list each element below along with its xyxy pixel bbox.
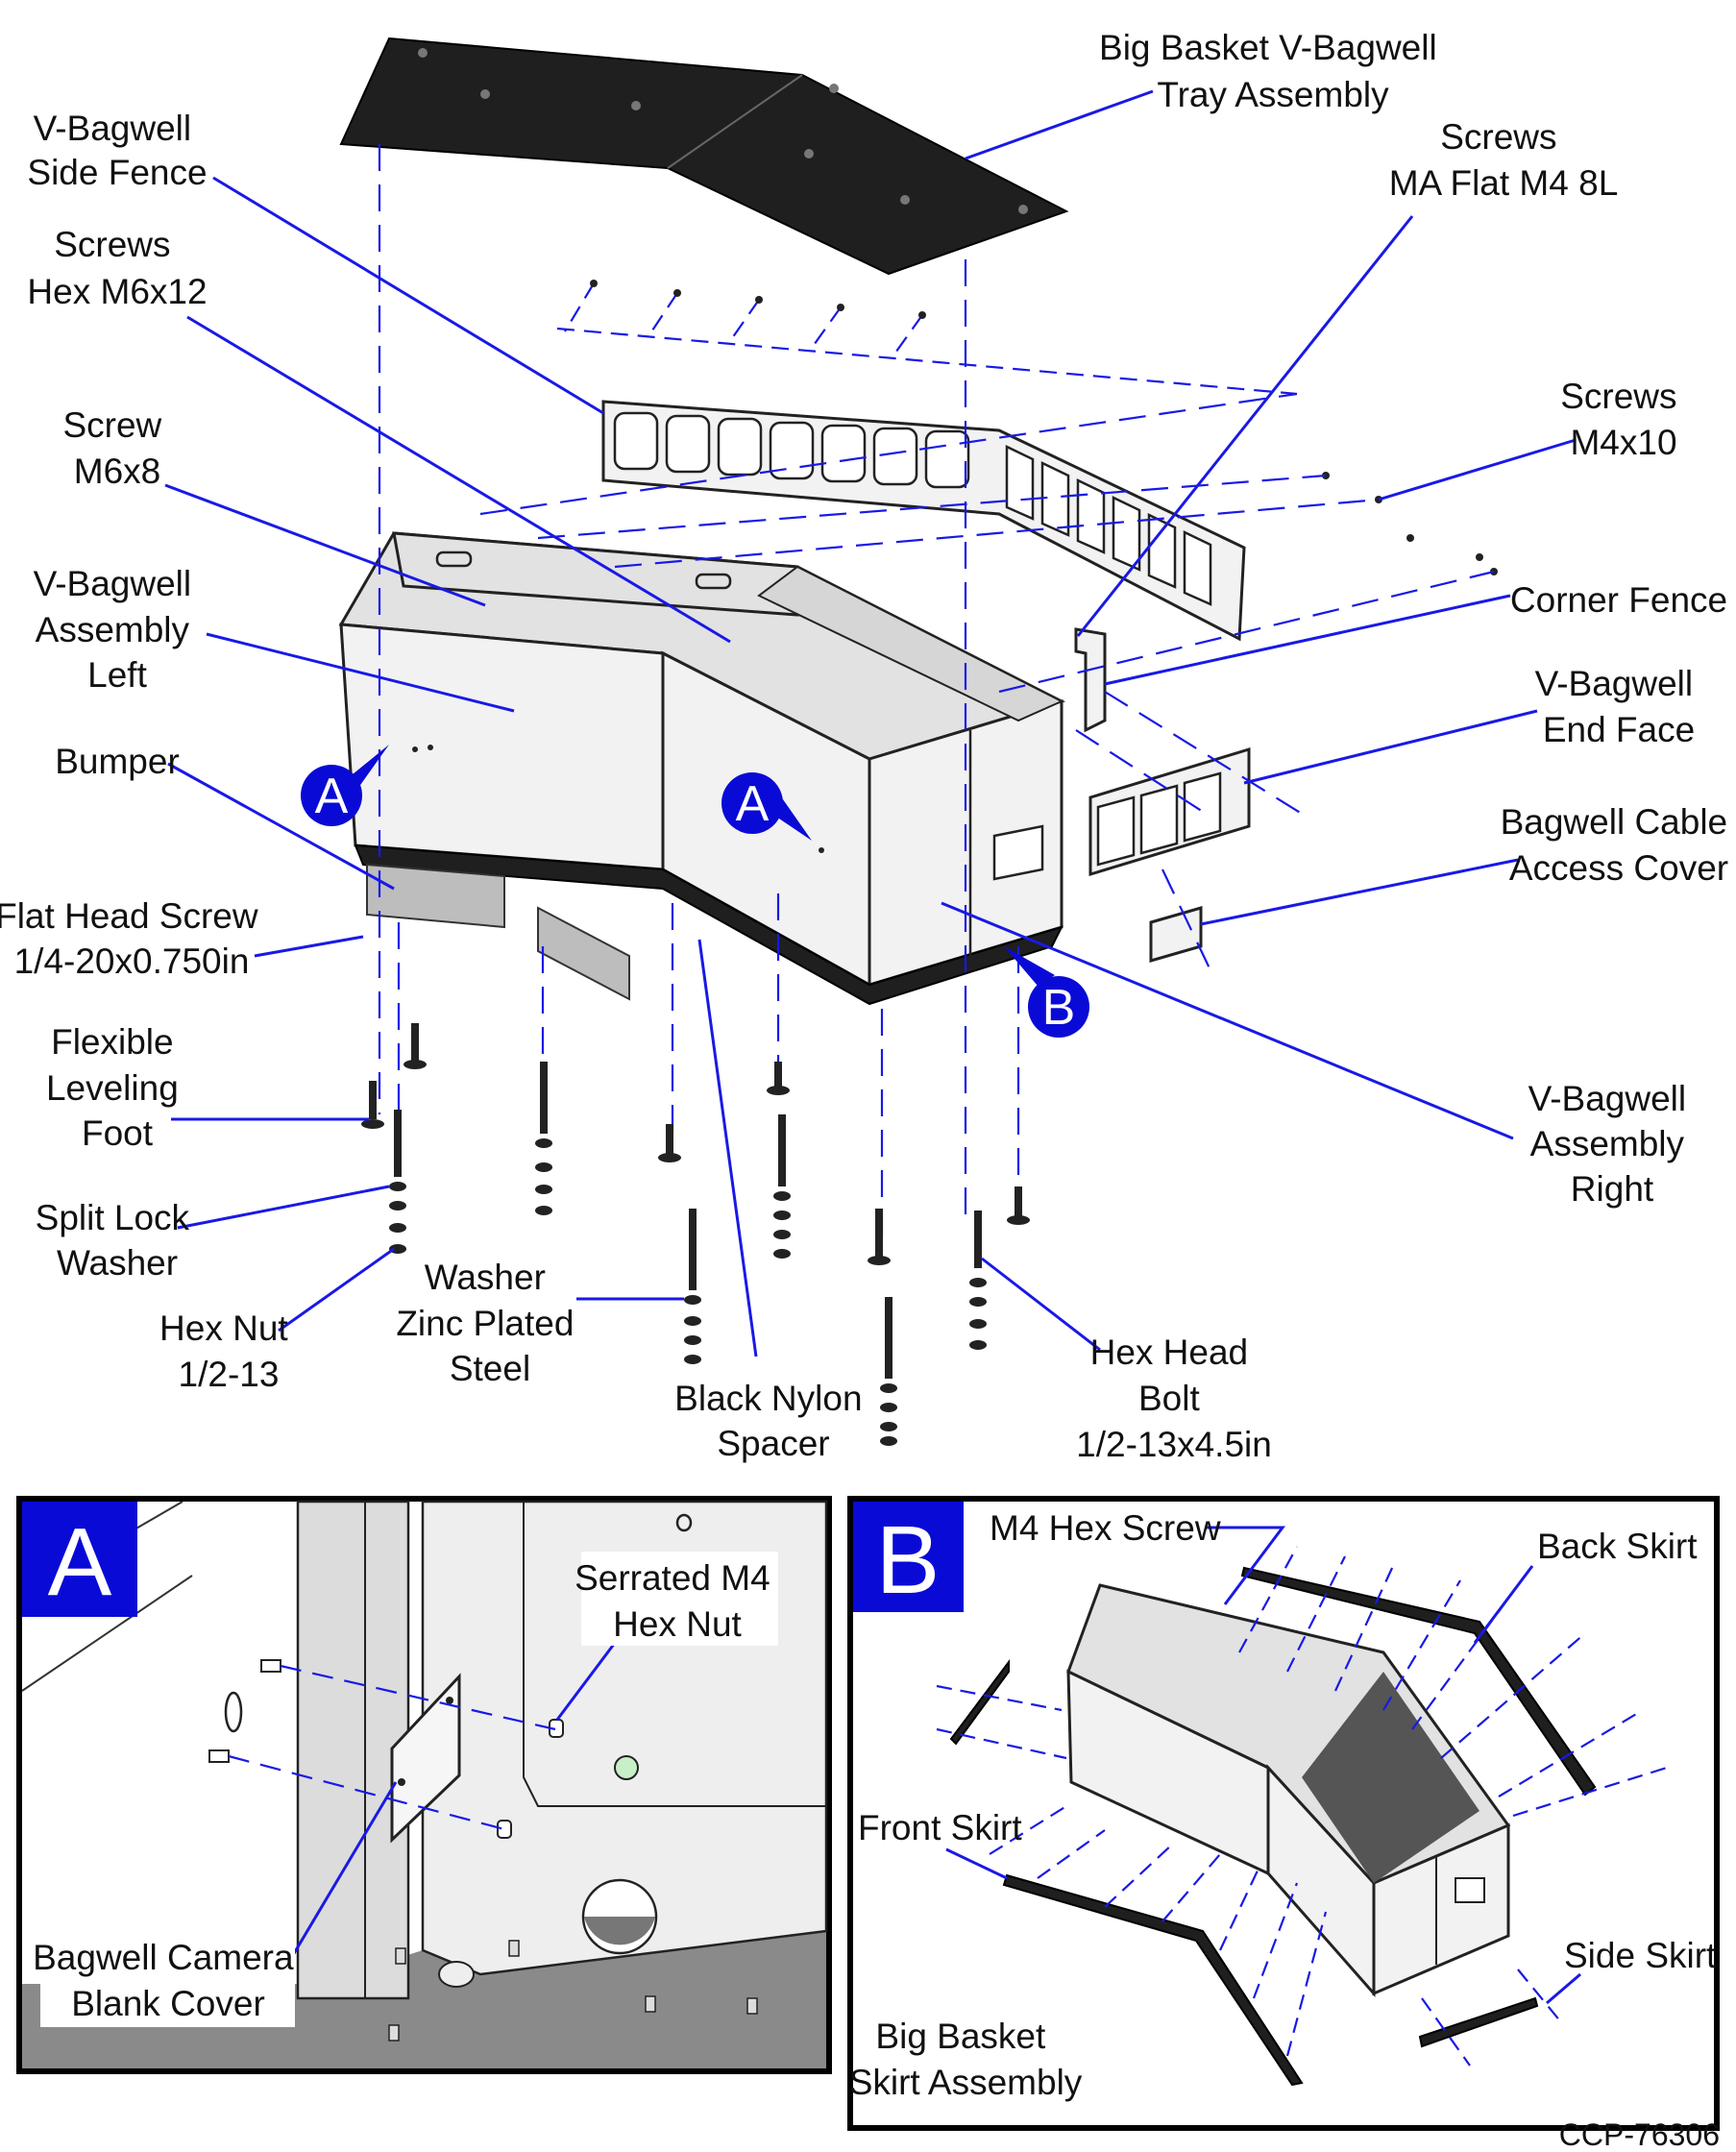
corner-fence: [1074, 627, 1107, 733]
svg-text:A: A: [315, 769, 349, 824]
label-nylon-spacer: Black Nylon Spacer: [674, 1379, 872, 1463]
detail-a-tag: A: [48, 1508, 112, 1616]
svg-text:A: A: [736, 776, 770, 832]
label-screw-m6: Screw M6x8: [62, 405, 171, 491]
leader-lines: [164, 89, 1577, 1357]
figure-id: CCP-76306: [1559, 2117, 1720, 2152]
label-cable-cover: Bagwell Cable Access Cover: [1501, 802, 1736, 888]
label-corner-fence: Corner Fence: [1510, 580, 1727, 620]
side-fence: [601, 400, 1246, 642]
end-face: [1088, 746, 1251, 877]
label-screws-m4: Screws M4x10: [1560, 377, 1687, 462]
v-bagwell-assembly: [338, 531, 1066, 1006]
label-back-skirt: Back Skirt: [1537, 1527, 1698, 1566]
detail-b-panel: B M4 Hex Screw Back Skirt Front Skirt Si…: [847, 1496, 1720, 2131]
label-screws-hex: Screws Hex M6x12: [27, 225, 207, 311]
bumpers: [366, 863, 630, 1001]
main-labels: Big Basket V-Bagwell Tray Assembly V-Bag…: [0, 28, 1736, 1464]
label-serrated-nut: Serrated M4 Hex Nut: [575, 1558, 780, 1644]
label-flat-head: Flat Head Screw 1/4-20x0.750in: [0, 896, 268, 981]
tray-assembly: [339, 37, 1069, 276]
label-end-face: V-Bagwell End Face: [1535, 664, 1703, 749]
detail-b-tag: B: [876, 1506, 941, 1614]
label-m4-hex-screw: M4 Hex Screw: [990, 1508, 1221, 1548]
label-side-skirt: Side Skirt: [1564, 1936, 1717, 1975]
label-hex-nut: Hex Nut 1/2-13: [159, 1308, 298, 1394]
label-front-skirt: Front Skirt: [858, 1808, 1022, 1847]
label-skirt-assembly: Big Basket Skirt Assembly: [849, 2017, 1083, 2102]
callout-a-left: A: [301, 745, 389, 826]
label-leveling-foot: Flexible Leveling Foot: [46, 1022, 188, 1153]
assembly-guide-lines: [378, 144, 1495, 1239]
detail-a-panel: A Serrated M4 Hex Nut Bagwell Camera Bla…: [16, 1496, 832, 2074]
label-screws-ma: Screws MA Flat M4 8L: [1389, 117, 1619, 203]
label-tray: Big Basket V-Bagwell Tray Assembly: [1099, 28, 1447, 114]
svg-text:B: B: [1042, 980, 1076, 1036]
callout-b: B: [1004, 946, 1089, 1038]
callout-a-right: A: [721, 772, 812, 841]
screws-ma-row: [556, 282, 1298, 396]
label-washer-zinc: Washer Zinc Plated Steel: [396, 1258, 583, 1388]
label-lock-washer: Split Lock Washer: [36, 1198, 200, 1283]
cable-access-cover: [1149, 906, 1203, 963]
label-assembly-left: V-Bagwell Assembly Left: [34, 564, 202, 695]
label-camera-cover: Bagwell Camera Blank Cover: [33, 1938, 304, 2023]
label-hex-bolt: Hex Head Bolt 1/2-13x4.5in: [1076, 1333, 1272, 1464]
label-bumper: Bumper: [55, 742, 180, 781]
label-side-fence: V-Bagwell Side Fence: [27, 109, 207, 192]
label-assembly-right: V-Bagwell Assembly Right: [1528, 1079, 1697, 1209]
hardware: [361, 1023, 1030, 1446]
